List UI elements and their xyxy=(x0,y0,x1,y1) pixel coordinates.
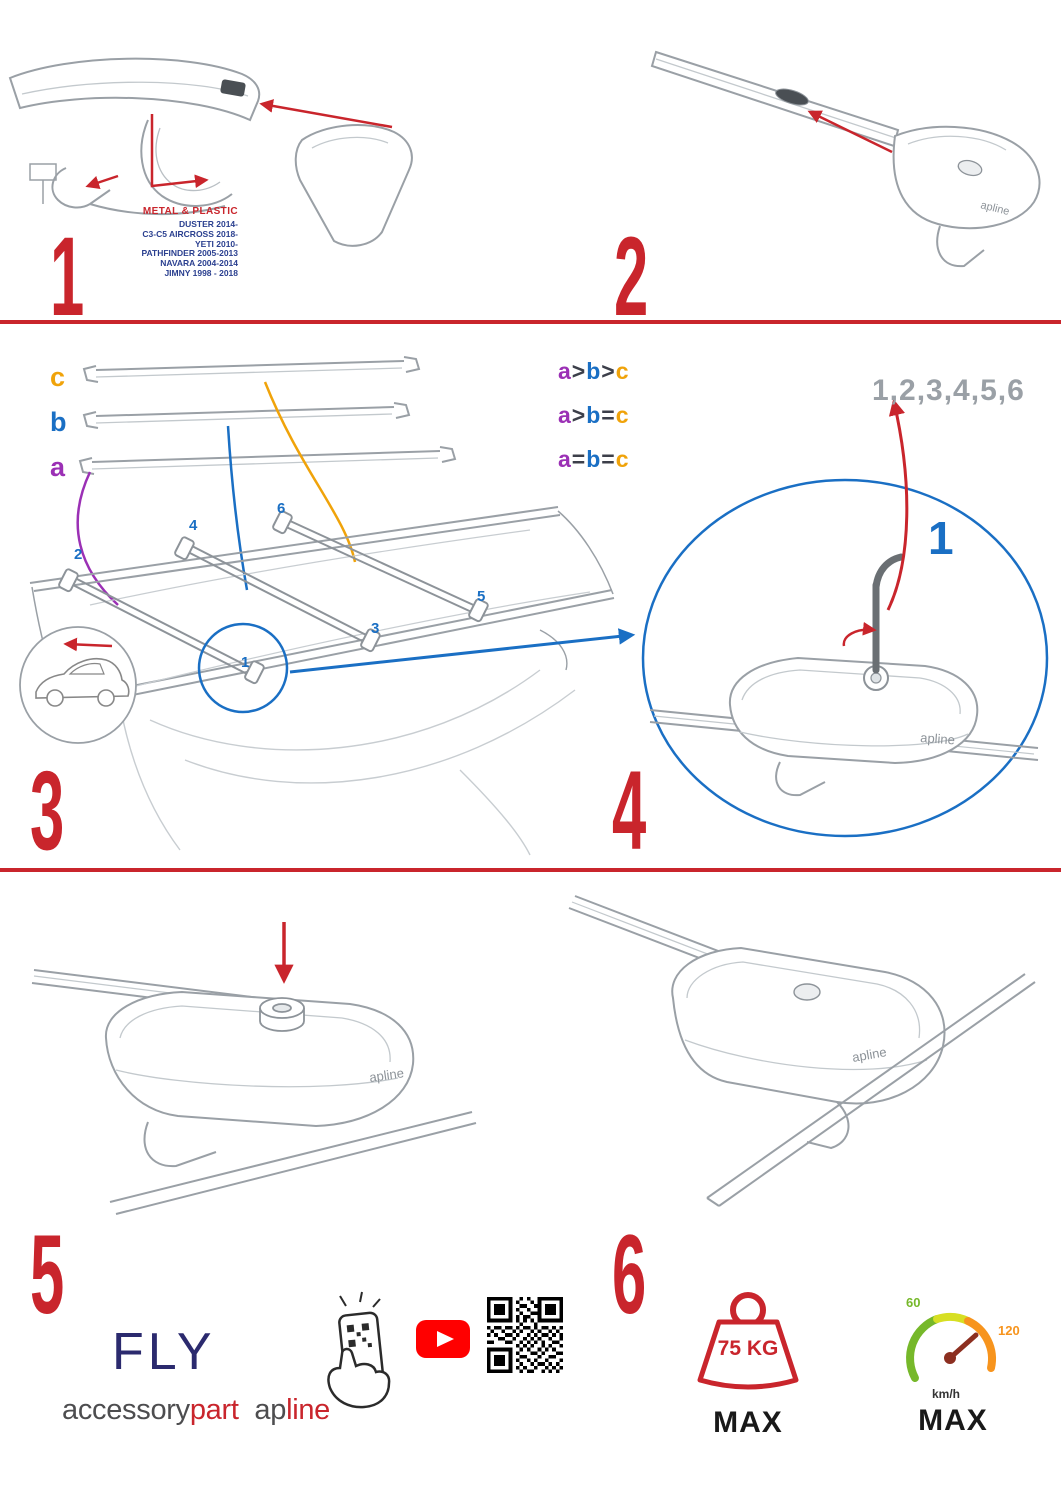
youtube-icon xyxy=(416,1320,470,1358)
callout-leader xyxy=(29,163,57,204)
material-label: METAL & PLASTIC xyxy=(142,206,238,217)
model-item: JIMNY 1998 - 2018 xyxy=(164,267,238,278)
cmp-token: = xyxy=(571,446,587,472)
step1-endcap-illustration xyxy=(8,57,413,247)
zoom-link-arrow xyxy=(289,628,636,674)
max-speed-label: MAX xyxy=(918,1404,988,1437)
model-item: NAVARA 2004-2014 xyxy=(160,258,238,269)
roof-position-3: 3 xyxy=(371,620,380,637)
bar-label-a: a xyxy=(50,452,66,482)
zoom-circle xyxy=(641,478,1049,838)
cmp-token: c xyxy=(615,358,630,384)
cmp-token: c xyxy=(615,446,630,472)
red-direction-arrows xyxy=(85,99,393,190)
brand-line: line xyxy=(286,1394,331,1426)
max-load-label: MAX xyxy=(713,1406,783,1439)
cmp-token: a xyxy=(558,402,572,428)
brand-logo: accessorypart apline xyxy=(62,1396,330,1425)
step-4-number: 4 xyxy=(612,748,646,873)
sequence-pointer-arrow xyxy=(886,398,909,611)
apline-logo-on-clamp: apline xyxy=(851,1044,888,1065)
bar-label-c: c xyxy=(50,362,66,392)
roof-top-view xyxy=(29,506,615,709)
bar-slot-hole xyxy=(775,88,809,106)
car-body-hints xyxy=(119,629,576,856)
max-load-icon xyxy=(697,1292,799,1390)
cmp-token: b xyxy=(586,358,602,384)
size-comparison-row-2: a>b=c xyxy=(558,404,630,427)
cmp-token: > xyxy=(601,358,616,384)
hand-icon xyxy=(327,1347,391,1409)
red-insert-arrow xyxy=(807,110,893,154)
step-2-number: 2 xyxy=(614,214,648,339)
cmp-token: > xyxy=(571,402,587,428)
gauge-low-value: 60 xyxy=(906,1295,921,1310)
logo-plate xyxy=(220,79,246,97)
roof-rail xyxy=(109,1111,477,1215)
roof-rail xyxy=(706,973,1036,1207)
model-item: DUSTER 2014- xyxy=(178,219,238,229)
car-inset xyxy=(19,626,137,744)
cmp-token: a xyxy=(558,358,572,384)
brand-part: part xyxy=(189,1394,239,1426)
tightening-sequence: 1,2,3,4,5,6 xyxy=(872,374,1025,407)
bar-drawing xyxy=(650,50,900,148)
step-1-number: 1 xyxy=(50,214,84,339)
rotate-arrow xyxy=(842,621,877,647)
step5-knob-press-illustration: apline xyxy=(31,922,477,1215)
size-comparison-row-3: a=b=c xyxy=(558,448,630,471)
apline-logo-on-clamp: apline xyxy=(920,730,956,747)
foot-drawing xyxy=(892,125,1041,268)
step-3-number: 3 xyxy=(30,748,64,873)
step-5-number: 5 xyxy=(30,1212,64,1337)
section-divider-bottom xyxy=(0,868,1061,872)
cover-piece-drawing xyxy=(294,124,413,247)
compatible-models-list: DUSTER 2014- C3-C5 AIRCROSS 2018- YETI 2… xyxy=(80,219,238,279)
model-item: YETI 2010- xyxy=(195,238,238,249)
roof-position-1: 1 xyxy=(241,654,250,671)
brand-ap: ap xyxy=(254,1394,287,1426)
section-divider-top xyxy=(0,320,1061,324)
gauge-high-value: 120 xyxy=(998,1323,1020,1338)
step-6-number: 6 xyxy=(612,1212,646,1337)
step6-mounted-clamp-illustration: apline xyxy=(568,895,1036,1207)
crossbar-end-drawing xyxy=(8,57,261,215)
model-item: PATHFINDER 2005-2013 xyxy=(141,248,238,259)
lock-knob xyxy=(259,997,305,1032)
clamp-drawing xyxy=(671,946,946,1150)
roof-position-2: 2 xyxy=(74,546,83,563)
roof-position-6: 6 xyxy=(277,500,286,517)
guide-curve-a xyxy=(76,471,119,606)
qr-on-screen xyxy=(346,1323,373,1348)
qr-code xyxy=(487,1297,563,1373)
product-name: FLY xyxy=(112,1323,216,1381)
bar-label-b: b xyxy=(50,407,67,437)
cmp-token: c xyxy=(615,402,630,428)
cmp-token: > xyxy=(571,358,587,384)
step3-roof-layout-illustration xyxy=(19,356,636,856)
cmp-token: = xyxy=(601,402,616,428)
model-item: C3-C5 AIRCROSS 2018- xyxy=(142,228,238,239)
step4-tightening-zoom-illustration: apline xyxy=(641,398,1049,838)
front-direction-arrow xyxy=(63,637,113,652)
scan-phone-icon xyxy=(327,1291,391,1409)
cmp-token: a xyxy=(558,446,572,472)
size-comparison-row-1: a>b>c xyxy=(558,360,630,383)
roof-position-5: 5 xyxy=(477,588,486,605)
step2-bar-insert-illustration: apline xyxy=(650,50,1041,268)
cmp-token: = xyxy=(601,446,616,472)
roof-position-4: 4 xyxy=(189,517,198,534)
mounted-crossbars xyxy=(58,510,489,685)
gauge-unit: km/h xyxy=(932,1387,961,1401)
sequence-first-number: 1 xyxy=(928,512,954,564)
bars-abc-drawing xyxy=(78,356,457,475)
brand-accessory: accessory xyxy=(62,1394,190,1426)
max-speed-gauge-icon xyxy=(906,1313,996,1382)
position-1-highlight-circle xyxy=(197,622,289,714)
cmp-token: b xyxy=(586,446,602,472)
max-load-value: 75 KG xyxy=(717,1337,779,1360)
clamp-drawing xyxy=(728,656,979,797)
apline-logo-on-clamp: apline xyxy=(368,1065,404,1085)
cmp-token: b xyxy=(586,402,602,428)
